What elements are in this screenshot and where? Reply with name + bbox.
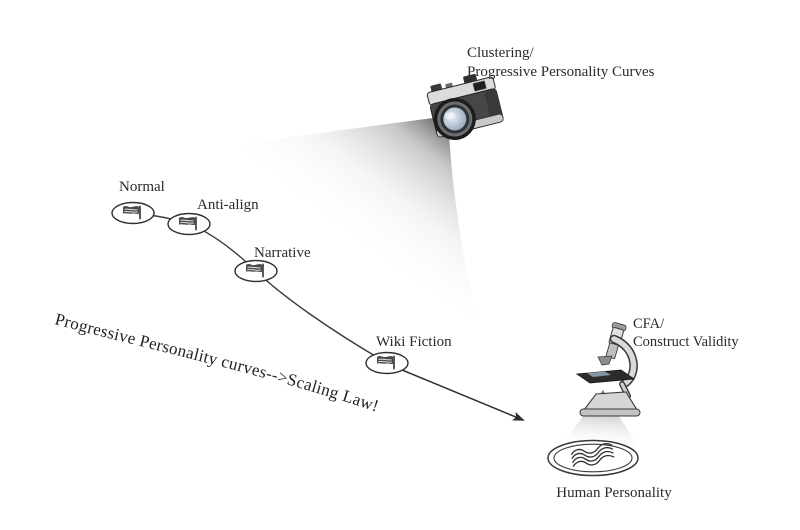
camera-label-line2: Progressive Personality Curves	[467, 64, 655, 80]
waves-icon	[547, 439, 639, 477]
node-anti-align: Anti-align	[167, 197, 259, 236]
microscope-light-beam	[560, 390, 638, 447]
scaling-law-arrow	[389, 364, 525, 421]
microscope-label-line1: CFA/	[633, 316, 665, 332]
node-normal: Normal	[111, 179, 165, 225]
camera-icon	[426, 73, 504, 140]
node-narrative: Narrative	[234, 245, 311, 283]
camera-label-line1: Clustering/	[467, 45, 534, 61]
camera-light-beam	[223, 116, 477, 322]
node-wiki-fiction: Wiki Fiction	[365, 334, 452, 375]
node-label-normal: Normal	[119, 179, 165, 195]
human-personality-label: Human Personality	[556, 485, 672, 501]
microscope-icon	[575, 322, 641, 417]
node-label-anti-align: Anti-align	[197, 197, 259, 213]
node-label-narrative: Narrative	[254, 245, 311, 261]
scaling-law-caption-text: Progressive Personality curves-->Scaling…	[53, 310, 381, 416]
scaling-law-caption: Progressive Personality curves-->Scaling…	[53, 310, 381, 416]
microscope-label-line2: Construct Validity	[633, 334, 739, 350]
node-label-wiki-fiction: Wiki Fiction	[376, 334, 452, 350]
